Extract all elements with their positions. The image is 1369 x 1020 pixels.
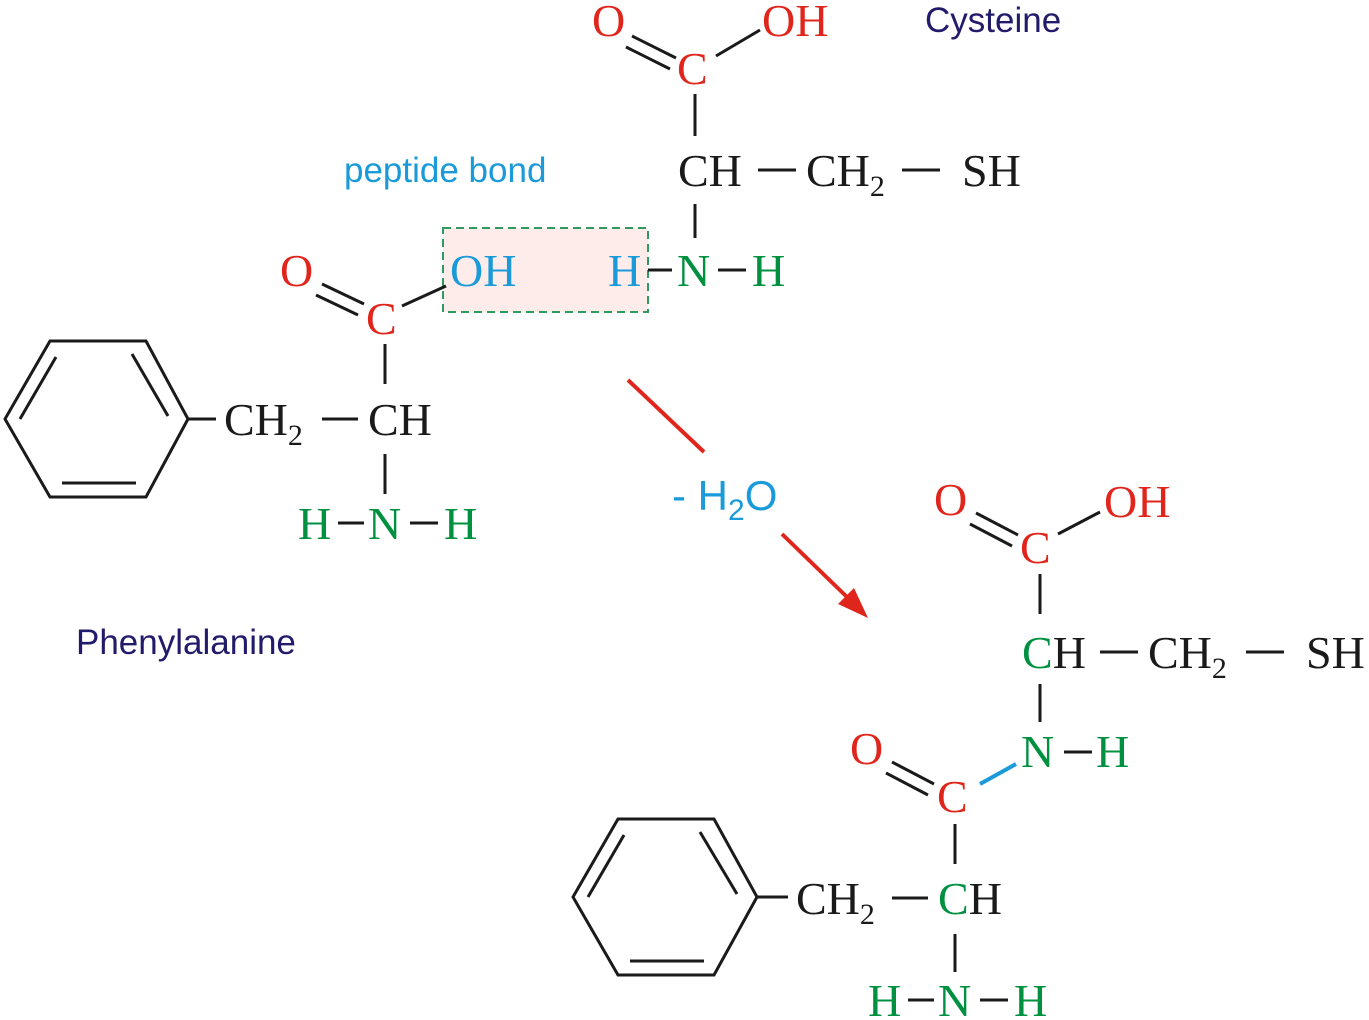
reaction-arrow-upper [626,378,706,454]
cys-carbonyl-oxygen: O [592,0,625,46]
phenylalanine-molecule: O C OH CH2 CH H N H [3,245,516,549]
phe-amine-h-left: H [298,498,331,549]
prod-peptide-bond [979,762,1017,786]
prod-cys-alpha-carbon: CH [1022,627,1086,678]
cys-thiol: SH [962,145,1021,196]
prod-cys-c-oh-bond [1057,510,1101,536]
cys-hydroxyl: OH [762,0,828,46]
prod-phe-ch2-group: CH2 [796,873,875,931]
cysteine-molecule: O OH C CH CH2 SH H N H [592,0,1021,296]
prod-cys-ch2-group: CH2 [1148,627,1227,685]
phe-hydroxyl: OH [450,245,516,296]
prod-phe-carbonyl-oxygen: O [850,723,883,774]
prod-phe-amine-h-left: H [868,975,901,1020]
prod-phe-co-bond-1 [891,760,935,786]
prod-phe-amine-nitrogen: N [938,975,971,1020]
cysteine-label: Cysteine [925,1,1061,40]
prod-amide-hydrogen: H [1096,726,1129,777]
prod-phe-carbonyl-carbon: C [937,771,968,822]
phe-carboxyl-carbon: C [366,293,397,344]
phe-co-bond-2 [315,293,359,317]
cys-carboxyl-carbon: C [677,43,708,94]
reaction-arrow-head [838,588,868,618]
peptide-bond-highlight-box [442,227,649,313]
phe-benzene-ring [3,339,190,499]
prod-cys-carbonyl-oxygen: O [934,474,967,525]
reaction-arrow-lower [780,532,850,600]
cys-c-oh-bond [715,28,761,58]
prod-phe-amine-h-right: H [1014,975,1047,1020]
prod-amide-nitrogen: N [1021,726,1054,777]
dipeptide-molecule: O OH C CH CH2 SH N H O C CH2 CH [571,474,1365,1020]
phe-carbonyl-oxygen: O [280,245,313,296]
prod-phe-co-bond-2 [885,771,929,797]
phe-amine-h-right: H [444,498,477,549]
phe-alpha-carbon: CH [368,394,432,445]
prod-cys-thiol: SH [1306,627,1365,678]
phe-c-oh-bond [401,284,447,308]
phe-amine-nitrogen: N [368,498,401,549]
water-loss-label: - H2O [672,472,777,527]
phenylalanine-label: Phenylalanine [76,623,296,662]
cys-co-bond-2 [625,45,671,71]
prod-cys-carboxyl-carbon: C [1020,522,1051,573]
cys-alpha-carbon: CH [678,145,742,196]
prod-cys-hydroxyl: OH [1104,476,1170,527]
phe-co-bond-1 [321,282,365,306]
prod-phe-benzene-ring [571,817,759,977]
cys-ch2-group: CH2 [806,145,885,203]
phe-ch2-group: CH2 [224,394,303,452]
cys-amine-nitrogen: N [677,245,710,296]
cys-amine-h-left: H [608,245,641,296]
peptide-bond-label: peptide bond [344,151,546,190]
prod-cys-co-bond-1 [975,511,1019,537]
cys-amine-h-right: H [752,245,785,296]
cys-co-bond-1 [631,34,677,60]
prod-cys-co-bond-2 [969,522,1013,548]
prod-phe-alpha-carbon: CH [938,873,1002,924]
